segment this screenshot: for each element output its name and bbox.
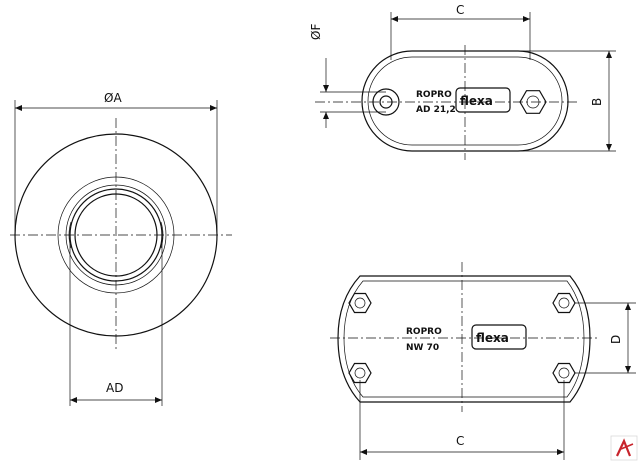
large-clamp-hex-bottom-left (348, 362, 372, 384)
c-bottom-label: C (456, 434, 464, 448)
end-view: ØA AD (10, 91, 232, 406)
of-label: ØF (309, 24, 323, 40)
b-label: B (590, 98, 604, 106)
large-clamp-hex-bottom-right (552, 362, 576, 384)
small-clamp-view: ROPRO AD 21,2 flexa ØF C B (309, 3, 616, 160)
oa-label: ØA (104, 91, 122, 105)
large-clamp-hex-hole-bottom-right (558, 367, 570, 379)
c-top-label: C (456, 3, 464, 17)
ad-label: AD (106, 381, 123, 395)
large-clamp-view: ROPRO NW 70 flexa C D (330, 262, 636, 460)
large-clamp-hex-hole-top-left (354, 297, 366, 309)
large-clamp-hex-top-right (552, 292, 576, 314)
large-clamp-inner-edge (343, 280, 585, 398)
large-clamp-body (337, 275, 591, 403)
small-clamp-brand: flexa (460, 94, 493, 108)
large-clamp-brand: flexa (476, 331, 509, 345)
small-clamp-logo-frame (455, 87, 511, 113)
large-clamp-hex-hole-bottom-left (354, 367, 366, 379)
large-clamp-hex-top-left (348, 292, 372, 314)
corner-logo-icon (610, 435, 638, 461)
large-clamp-model: ROPRO (406, 327, 442, 337)
large-clamp-size: NW 70 (406, 343, 439, 353)
large-clamp-hex-hole-top-right (558, 297, 570, 309)
small-clamp-size: AD 21,2 (416, 105, 456, 115)
small-clamp-model: ROPRO (416, 90, 452, 100)
large-clamp-logo-frame (471, 324, 527, 350)
d-label: D (609, 335, 623, 344)
